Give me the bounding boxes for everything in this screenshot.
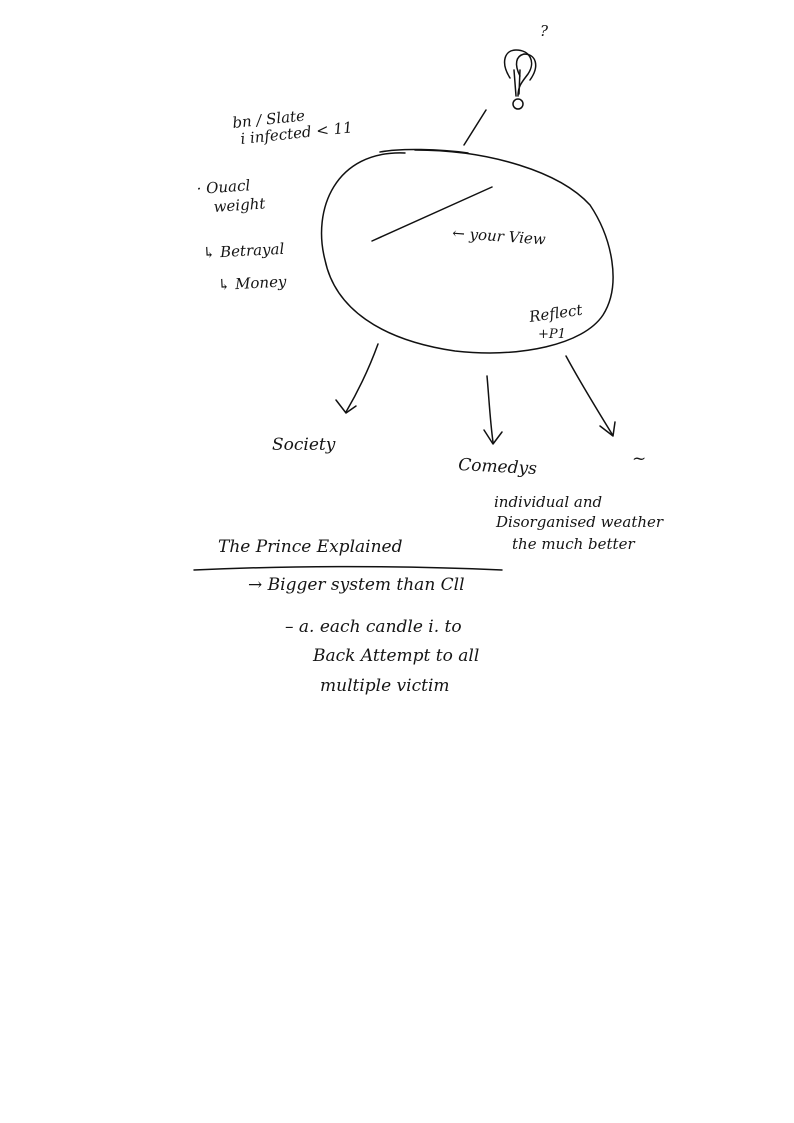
- right-note: the much better: [512, 535, 635, 553]
- left-note: ↳ Betrayal: [202, 240, 285, 262]
- center-bottom-sublabel: +P1: [538, 327, 566, 342]
- point-line: Back Attempt to all: [312, 646, 479, 666]
- central-mark: ?: [540, 22, 549, 40]
- point-line: → Bigger system than Cll: [248, 575, 465, 595]
- branch-arrow-society: [335, 343, 379, 414]
- view-slash-line: [371, 186, 493, 242]
- ellipse-top-stroke: [379, 148, 469, 154]
- points-list: → Bigger system than Cll – a. each candl…: [248, 575, 479, 696]
- branch-label-comedys: Comedys: [458, 455, 538, 479]
- center-pointer-label: ← your View: [452, 224, 547, 248]
- left-note: weight: [213, 194, 267, 216]
- left-note: ↳ Money: [217, 272, 287, 294]
- right-notes: individual and Disorganised weather the …: [494, 493, 664, 553]
- question-connector-line: [463, 109, 487, 146]
- point-line: – a. each candle i. to: [285, 617, 462, 637]
- right-note: individual and: [494, 493, 602, 511]
- branch-arrow-comedys: [483, 375, 503, 445]
- branch-label-tilde: ~: [632, 449, 646, 469]
- center-bottom-label: Reflect: [527, 301, 584, 327]
- left-notes: bn / Slate i infected < 11 · Ouacl weigh…: [196, 106, 353, 294]
- right-note: Disorganised weather: [495, 513, 664, 531]
- heading-underline: [193, 565, 503, 571]
- left-note: · Ouacl: [196, 176, 251, 198]
- point-line: multiple victim: [320, 676, 450, 696]
- branch-arrow-third: [565, 355, 616, 437]
- branch-label-society: Society: [272, 435, 336, 455]
- question-mark-icon: [503, 49, 537, 110]
- heading: The Prince Explained: [218, 537, 403, 557]
- central-ellipse: [320, 149, 614, 354]
